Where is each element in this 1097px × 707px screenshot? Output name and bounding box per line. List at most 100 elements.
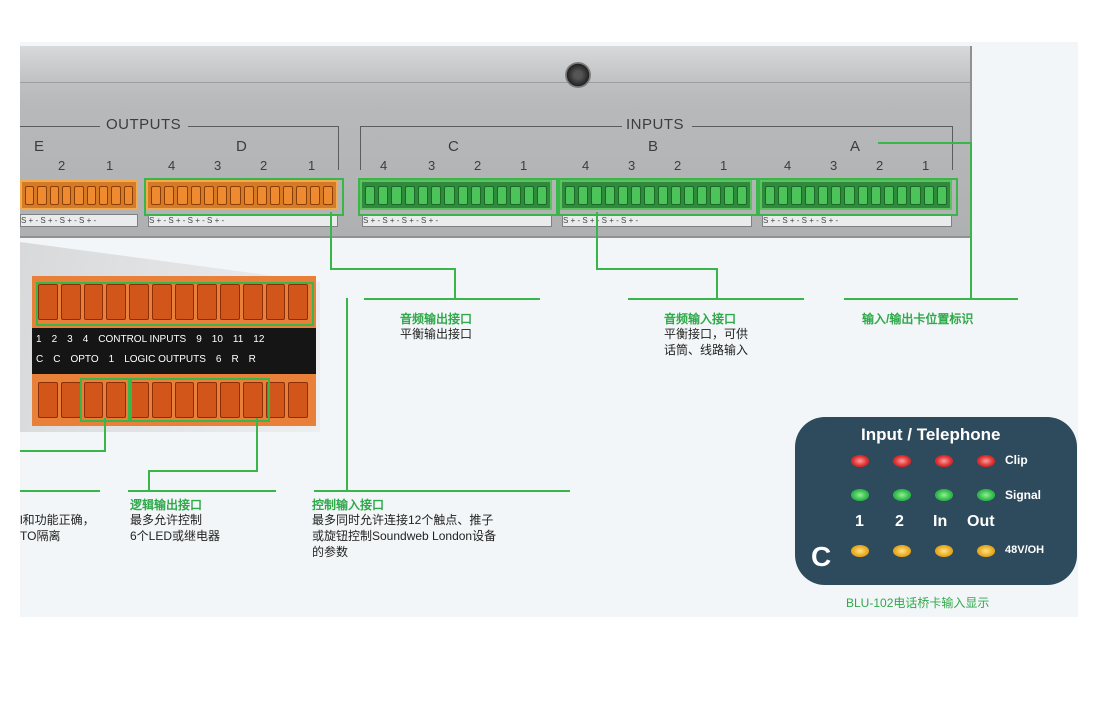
control-input-title: 控制输入接口 xyxy=(312,498,385,512)
clip-led xyxy=(935,455,953,467)
legend-text: 6 xyxy=(215,354,222,365)
product-diagram: OUTPUTS INPUTS E D C B A 2 1 4 3 2 1 4 3… xyxy=(20,42,1078,617)
signal-led xyxy=(977,489,995,501)
clip-led xyxy=(977,455,995,467)
audio-input-title: 音频输入接口 xyxy=(664,312,737,326)
channel-number: 3 xyxy=(628,158,636,173)
channel-number: 3 xyxy=(428,158,436,173)
channel-number: 1 xyxy=(922,158,930,173)
channel-number: 4 xyxy=(784,158,792,173)
audio-output-title: 音频输出接口 xyxy=(400,312,473,326)
input-terminal-block-b xyxy=(560,180,752,210)
callout-line xyxy=(20,450,106,452)
inputs-bracket-right xyxy=(692,126,952,127)
callout-line xyxy=(330,212,332,268)
logic-output-terminals xyxy=(38,382,308,418)
outputs-bracket-left xyxy=(20,126,100,127)
callout-line xyxy=(878,142,972,144)
legend-text: C xyxy=(53,354,61,365)
control-input-text: 最多同时允许连接12个触点、推子 xyxy=(312,513,494,527)
input-terminal-block-c xyxy=(360,180,552,210)
callout-line xyxy=(148,470,150,490)
control-card-legend: 1 2 3 4 CONTROL INPUTS 9 10 11 12 C C OP… xyxy=(32,328,316,374)
led-panel-title: Input / Telephone xyxy=(861,425,1001,444)
channel-number: 2 xyxy=(674,158,682,173)
callout-line xyxy=(970,142,972,298)
opto-highlight xyxy=(80,378,130,422)
callout-line xyxy=(596,268,718,270)
card-letter-b: B xyxy=(648,138,659,155)
inputs-bracket-start xyxy=(360,126,361,170)
legend-text: LOGIC OUTPUTS xyxy=(124,354,206,365)
legend-text: OPTO xyxy=(70,354,99,365)
callout-line xyxy=(844,298,1018,300)
audio-output-highlight xyxy=(144,178,344,216)
callout-line xyxy=(148,470,258,472)
signal-led xyxy=(851,489,869,501)
card-letter-c: C xyxy=(448,138,460,155)
signal-label: Signal xyxy=(1005,488,1042,502)
callout-line xyxy=(314,490,570,492)
card-letter-badge: C xyxy=(811,541,832,572)
legend-text: 11 xyxy=(232,334,244,345)
outputs-bracket-end xyxy=(338,126,339,170)
control-input-terminals xyxy=(38,284,308,320)
input-terminal-block-a xyxy=(760,180,952,210)
control-card-closeup: 1 2 3 4 CONTROL INPUTS 9 10 11 12 C C OP… xyxy=(32,276,316,426)
callout-line xyxy=(346,298,348,490)
clip-led xyxy=(851,455,869,467)
legend-text: R xyxy=(231,354,239,365)
legend-text: 1 xyxy=(108,354,115,365)
channel-number: 1 xyxy=(720,158,728,173)
power-led xyxy=(893,545,911,557)
led-panel-caption: BLU-102电话桥卡输入显示 xyxy=(846,596,990,610)
channel-number: 2 xyxy=(876,158,884,173)
power-led xyxy=(977,545,995,557)
card-letter-e: E xyxy=(34,138,45,155)
audio-output-text: 平衡输出接口 xyxy=(400,327,473,341)
control-input-text: 的参数 xyxy=(312,545,349,559)
card-letter-a: A xyxy=(850,138,861,155)
logic-output-title: 逻辑输出接口 xyxy=(130,498,203,512)
channel-number: 1 xyxy=(520,158,528,173)
outputs-bracket-right xyxy=(188,126,338,127)
channel-number: 4 xyxy=(582,158,590,173)
control-input-text: 或旋钮控制Soundweb London设备 xyxy=(312,529,497,543)
channel-number: 3 xyxy=(214,158,222,173)
audio-input-text: 平衡接口，可供 xyxy=(664,327,749,341)
callout-line xyxy=(128,490,276,492)
inputs-bracket-left xyxy=(360,126,622,127)
legend-text: R xyxy=(248,354,256,365)
channel-number: 4 xyxy=(168,158,176,173)
card-position-title: 输入/输出卡位置标识 xyxy=(862,312,974,326)
column-label: 2 xyxy=(895,513,904,530)
power-led xyxy=(935,545,953,557)
channel-number: 2 xyxy=(58,158,66,173)
power-led xyxy=(851,545,869,557)
legend-text: 4 xyxy=(82,334,89,345)
callout-line xyxy=(454,268,456,298)
inputs-bracket-end xyxy=(952,126,953,170)
audio-input-text: 话筒、线路输入 xyxy=(664,343,749,357)
logic-outputs-row: C C OPTO 1 LOGIC OUTPUTS 6 R R xyxy=(36,354,256,365)
legend-text: 3 xyxy=(67,334,73,345)
screw-icon xyxy=(565,62,591,88)
callout-line xyxy=(364,298,540,300)
device-chassis: OUTPUTS INPUTS E D C B A 2 1 4 3 2 1 4 3… xyxy=(20,46,972,238)
outputs-label: OUTPUTS xyxy=(106,116,182,133)
callout-line xyxy=(596,212,598,268)
signal-led xyxy=(893,489,911,501)
callout-line xyxy=(628,298,804,300)
legend-text: C xyxy=(36,354,44,365)
logic-output-text: 6个LED或继电器 xyxy=(130,529,221,543)
input-b-highlight xyxy=(558,178,758,216)
signal-led xyxy=(935,489,953,501)
channel-number: 2 xyxy=(474,158,482,173)
legend-text: CONTROL INPUTS xyxy=(98,334,187,345)
inputs-label: INPUTS xyxy=(626,116,685,133)
card-letter-d: D xyxy=(236,138,248,155)
column-label: Out xyxy=(967,513,995,530)
legend-text: 9 xyxy=(196,334,202,345)
input-c-highlight xyxy=(358,178,558,216)
channel-number: 4 xyxy=(380,158,388,173)
